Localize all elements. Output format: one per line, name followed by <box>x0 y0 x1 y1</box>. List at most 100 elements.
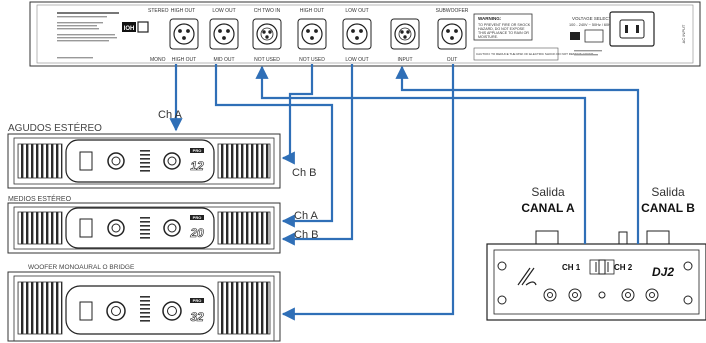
label-low-out-1: LOW OUT <box>212 8 235 14</box>
amplifier-agudos: AGUDOS ESTÉREO PRO 12 <box>7 121 281 189</box>
xlr-connectors <box>169 18 467 50</box>
fuse-holder <box>584 29 604 43</box>
power-switch[interactable] <box>79 218 93 238</box>
warning-line-3: THIS APPLIANCE TO RAIN OR <box>478 31 529 35</box>
cable-mid-ch-a <box>214 64 334 228</box>
mixer-foot-right <box>646 230 670 246</box>
mixer-model: DJ2 <box>652 265 674 279</box>
led-meter <box>140 150 150 172</box>
caution-box <box>473 47 559 61</box>
amplifier-model: 20 <box>189 226 204 240</box>
brand-badge-text: IOH <box>124 26 135 32</box>
caution-text: CAUTION: TO REDUCE THE RISK OF ELECTRIC … <box>476 52 594 56</box>
label-high-out-2: HIGH OUT <box>300 8 324 14</box>
channel-label-a1: Ch A <box>158 109 183 121</box>
power-switch[interactable] <box>79 301 93 321</box>
warning-title: WARNING: <box>478 16 502 21</box>
mixer-screw <box>497 261 507 271</box>
power-switch[interactable] <box>79 151 93 171</box>
xlr-not-used-2 <box>297 18 327 50</box>
voltage-title: VOLTAGE SELECTOR: <box>572 16 619 21</box>
mixer-screw <box>683 295 693 305</box>
mixer-logo-icon <box>517 267 537 286</box>
salida-label-a: Salida <box>531 185 565 199</box>
label-not-used-2: NOT USED <box>299 57 325 63</box>
left-grille <box>17 143 63 179</box>
canal-b-label: CANAL B <box>641 201 695 215</box>
left-grille <box>17 211 63 245</box>
label-not-used-1: NOT USED <box>254 57 280 63</box>
voltage-switch[interactable] <box>570 32 580 40</box>
pro-badge <box>190 148 204 153</box>
mixer-knobs[interactable] <box>543 288 659 302</box>
gain-knob-right[interactable] <box>163 152 181 170</box>
xlr-mid-out <box>209 18 239 50</box>
warning-line-2: HAZARD, DO NOT EXPOSE <box>478 27 525 31</box>
control-panel <box>65 285 215 335</box>
amplifier-woofer: WOOFER MONOAURAL O BRIDGE PRO 32 <box>7 264 281 342</box>
channel-label-a2: Ch A <box>294 210 319 222</box>
amplifier-label: AGUDOS ESTÉREO <box>8 121 102 134</box>
canal-a-label: CANAL A <box>521 201 575 215</box>
mixer-screw <box>497 295 507 305</box>
label-ch-two-in: CH TWO IN <box>254 8 281 14</box>
cables <box>169 64 640 321</box>
control-panel <box>65 139 215 183</box>
label-stereo: STEREO <box>148 8 169 14</box>
label-mid-out: MID OUT <box>213 57 234 63</box>
knob-center <box>598 291 606 299</box>
ch1-label: CH 1 <box>562 263 581 272</box>
gain-knob-left[interactable] <box>107 152 125 170</box>
label-subwoofer: SUBWOOFER <box>436 8 469 14</box>
voltage-values: 100 - 240V ~ 50Hz / 60Hz <box>569 23 613 27</box>
xlr-out <box>437 18 467 50</box>
label-mono: MONO <box>150 57 166 63</box>
gain-knob-left[interactable] <box>106 301 126 321</box>
crossover-info-text <box>57 12 119 59</box>
mixer-center-port <box>618 231 628 245</box>
ch2-label: CH 2 <box>614 263 633 272</box>
right-grille <box>217 211 271 245</box>
cable-high-ch-b <box>281 64 314 165</box>
led-meter <box>140 296 150 322</box>
right-grille <box>217 143 271 179</box>
mixer-screw <box>683 261 693 271</box>
label-high-out-1: HIGH OUT <box>171 8 195 14</box>
channel-label-b2: Ch B <box>294 229 318 241</box>
label-low-out-2: LOW OUT <box>345 8 368 14</box>
label-input: INPUT <box>398 57 413 63</box>
warning-box <box>473 13 533 41</box>
cable-mixer-canal-a <box>255 65 587 244</box>
salida-label-b: Salida <box>651 185 685 199</box>
led-meter <box>140 217 150 239</box>
amplifier-medios: MEDIOS ESTÉREO PRO 20 <box>7 194 281 254</box>
crossover-unit: IOH STEREO HIGH OUT LOW OUT CH TWO IN HI… <box>29 1 701 67</box>
gain-knob-left[interactable] <box>107 219 125 237</box>
amplifier-model: 32 <box>190 310 204 324</box>
right-grille <box>217 281 271 335</box>
amplifier-model: 12 <box>190 159 204 173</box>
label-high-out-bottom: HIGH OUT <box>172 57 196 63</box>
crossfader[interactable] <box>589 259 615 275</box>
gain-knob-right[interactable] <box>163 219 181 237</box>
cable-mid-ch-b <box>281 64 354 246</box>
warning-line-1: TO PREVENT FIRE OR SHOCK <box>478 23 531 27</box>
channel-label-b1: Ch B <box>292 167 316 179</box>
warning-line-4: MOISTURE. <box>478 35 498 39</box>
gain-knob-right[interactable] <box>162 301 182 321</box>
brand-badge <box>122 22 136 32</box>
ac-input-label: AC INPUT <box>681 24 686 43</box>
xlr-low-out <box>342 18 372 50</box>
cert-icon <box>137 21 149 33</box>
cable-low-woofer <box>281 64 455 321</box>
cable-mixer-canal-b <box>395 65 640 244</box>
control-panel <box>65 207 215 249</box>
mixer-foot-left <box>535 230 559 246</box>
label-low-out-bottom: LOW OUT <box>345 57 368 63</box>
xlr-not-used-1 <box>252 18 282 50</box>
pro-badge-text: PRO <box>193 215 202 220</box>
pro-badge-text: PRO <box>193 298 202 303</box>
amplifier-label: MEDIOS ESTÉREO <box>8 194 72 203</box>
ac-inlet <box>609 11 655 47</box>
